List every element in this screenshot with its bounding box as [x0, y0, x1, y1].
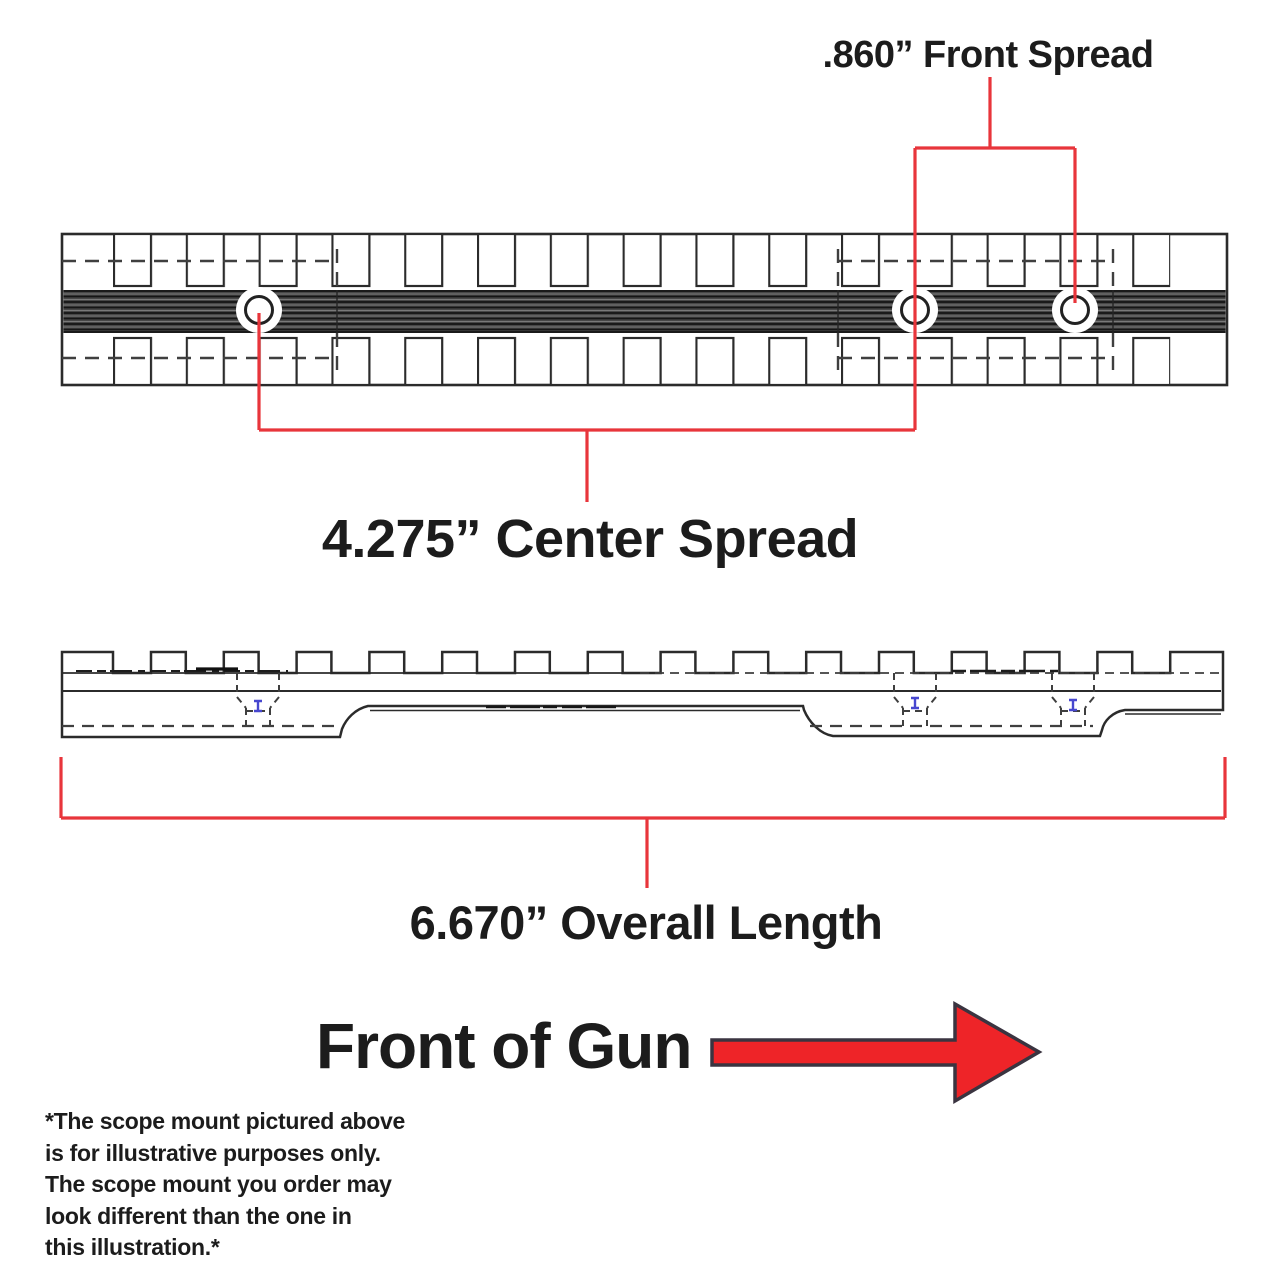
rail-top-view [60, 232, 1229, 387]
disclaimer-line-5: this illustration.* [45, 1234, 220, 1260]
screw-holes [236, 287, 1098, 333]
band-crossing-lines [336, 290, 1114, 333]
countersunk-holes [236, 673, 1095, 726]
disclaimer-line-2: is for illustrative purposes only. [45, 1139, 381, 1166]
band-serration-dark-lines [63, 290, 1226, 333]
disclaimer-text: *The scope mount pictured above is for i… [45, 1106, 405, 1264]
overall-length-dimension [59, 757, 1227, 888]
countersunk-hole-front [1051, 673, 1095, 726]
disclaimer-line-1: *The scope mount pictured above [45, 1108, 406, 1134]
engraving-marks [76, 667, 1058, 709]
dimension-lines [257, 77, 1077, 502]
rail-side-view [60, 650, 1225, 739]
rail-side-outline [60, 650, 1225, 739]
screw-marks-blue [254, 696, 1077, 713]
disclaimer-line-3: The scope mount you order may [45, 1171, 392, 1197]
band-serration-light-lines [63, 293, 1226, 328]
blue-mark-front [1069, 698, 1077, 712]
front-of-gun-arrow-icon [710, 1000, 1043, 1105]
screw-hole-front [1052, 287, 1098, 333]
front-spread-label: .860” Front Spread [822, 34, 1154, 76]
center-spread-label: 4.275” Center Spread [321, 509, 859, 569]
disclaimer-line-4: look different than the one in [45, 1202, 352, 1229]
countersunk-hole-middle [893, 673, 937, 726]
front-of-gun-label: Front of Gun [316, 1010, 692, 1082]
overall-length-label: 6.670” Overall Length [409, 896, 883, 949]
blue-mark-middle [911, 696, 919, 710]
countersunk-hole-rear [236, 673, 280, 726]
blue-mark-rear [254, 699, 262, 713]
